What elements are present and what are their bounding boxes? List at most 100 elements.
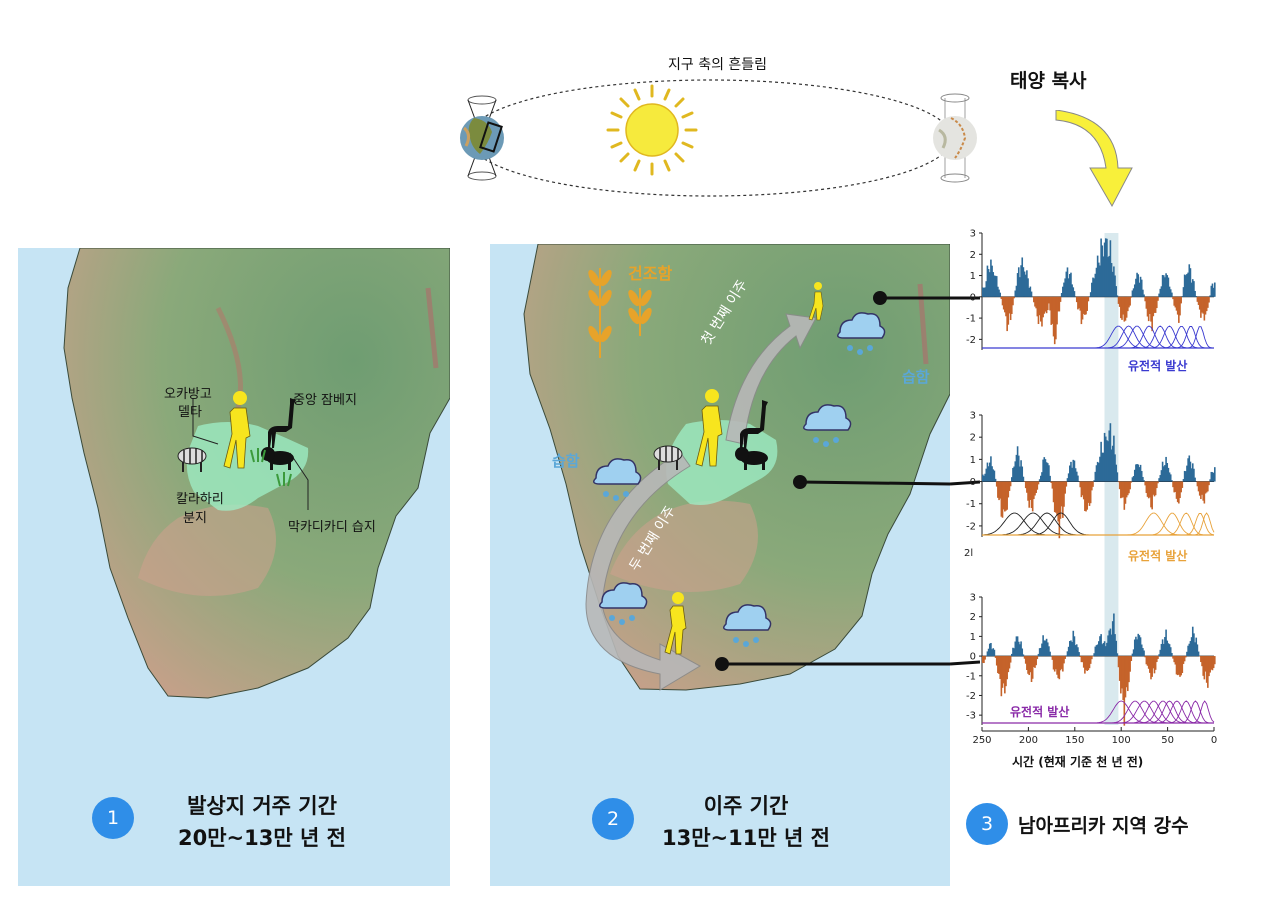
rainfall-bar — [1106, 440, 1108, 482]
rainfall-bar — [1041, 472, 1043, 482]
rainfall-bar — [1102, 452, 1105, 482]
rainfall-bar — [1200, 481, 1202, 500]
zebra-icon — [177, 447, 207, 472]
rain-cloud-icon — [599, 582, 648, 625]
rainfall-bar — [1179, 656, 1181, 677]
rainfall-bar — [1022, 267, 1025, 297]
rainfall-bar — [1045, 462, 1048, 482]
rainfall-bar — [1040, 296, 1042, 322]
rainfall-bar — [1093, 653, 1095, 657]
rainfall-bar — [1109, 240, 1112, 297]
rainfall-bar — [1002, 296, 1005, 310]
x-tick-label: 200 — [1019, 735, 1038, 746]
rainfall-bar — [1024, 274, 1027, 297]
y-tick-label: 3 — [970, 593, 976, 604]
rainfall-bar — [1017, 267, 1020, 297]
rainfall-bar — [1066, 267, 1069, 297]
rainfall-bar — [1100, 634, 1102, 657]
rainfall-bar — [1124, 481, 1127, 504]
rainfall-bar — [1107, 441, 1109, 482]
rainfall-bar — [1173, 481, 1175, 493]
chart3-dispersal-label: 유전적 발산 — [1010, 705, 1070, 719]
rainfall-bar — [1149, 296, 1151, 314]
rainfall-bar — [1181, 481, 1184, 488]
rainfall-bar — [1099, 265, 1101, 297]
rainfall-bar — [1029, 286, 1032, 297]
rainfall-bar — [1207, 656, 1209, 688]
rainfall-bar — [1151, 296, 1153, 332]
rainfall-bar — [1048, 646, 1050, 657]
rainfall-bar — [1153, 296, 1156, 313]
rainfall-bar — [1153, 481, 1156, 497]
dispersal-curve — [982, 325, 1214, 349]
label-okavango-1: 오카방고 — [164, 387, 212, 402]
x-tick-label: 250 — [972, 735, 991, 746]
rainfall-bar — [1086, 656, 1088, 671]
rainfall-bar — [1208, 481, 1210, 486]
rainfall-bar — [1087, 296, 1090, 302]
rainfall-bar — [1102, 256, 1105, 297]
rainfall-bar — [994, 656, 997, 658]
rainfall-bar — [1137, 464, 1140, 482]
rainfall-bar — [1019, 466, 1021, 482]
rainfall-bar — [998, 656, 1000, 674]
rainfall-bar — [1095, 465, 1098, 482]
rainfall-bar — [1103, 432, 1106, 482]
rainfall-bar — [1168, 472, 1171, 482]
rainfall-bar — [1015, 636, 1018, 657]
rainfall-bar — [1043, 296, 1046, 314]
rainfall-bar — [1121, 656, 1123, 689]
rainfall-bar — [1172, 656, 1174, 659]
rainfall-bar — [1049, 651, 1051, 657]
earth-left-icon — [460, 95, 504, 181]
rainfall-bar — [1096, 461, 1099, 482]
rainfall-bar — [1013, 466, 1015, 482]
rainfall-bar — [1088, 656, 1091, 669]
dispersal-curve — [982, 326, 1215, 349]
rainfall-bar — [992, 469, 995, 482]
rainfall-bar — [1179, 296, 1181, 316]
rainfall-bar — [1052, 481, 1055, 503]
y-tick-label: -2 — [966, 335, 976, 346]
rainfall-bar — [1146, 656, 1149, 666]
first-migration-arrow — [725, 313, 817, 445]
rainfall-bar — [991, 466, 993, 482]
rainfall-bar — [1214, 282, 1216, 297]
rainfall-bar — [1007, 656, 1010, 673]
dispersal-curve — [982, 512, 1214, 536]
rainfall-bar — [1016, 273, 1019, 297]
rainfall-bar — [1005, 656, 1007, 687]
rainfall-bar — [1051, 481, 1054, 489]
rainfall-bar — [1180, 296, 1182, 304]
rainfall-bar — [1121, 296, 1123, 320]
rainfall-bar — [983, 475, 985, 482]
x-tick-label: 100 — [1112, 735, 1131, 746]
rainfall-bar — [1159, 288, 1162, 297]
rainfall-bar — [1211, 656, 1214, 671]
rainfall-bar — [1011, 653, 1013, 657]
label-okavango-2: 델타 — [178, 405, 202, 420]
location-markers — [715, 291, 950, 671]
rainfall-bar — [1168, 644, 1171, 657]
rainfall-bar — [1122, 656, 1124, 701]
dispersal-curve — [982, 512, 1215, 536]
rainfall-bar — [1094, 471, 1097, 482]
y-tick-label: -1 — [966, 314, 976, 325]
rainfall-bar — [1077, 475, 1079, 482]
rainfall-bar — [988, 643, 991, 657]
rainfall-bar — [1082, 656, 1085, 668]
rainfall-bar — [1200, 656, 1202, 663]
rainfall-bar — [1006, 296, 1008, 332]
rainfall-bar — [1212, 287, 1215, 297]
rainfall-bar — [1081, 296, 1084, 320]
rainfall-bar — [1152, 656, 1155, 669]
rainfall-bar — [1195, 296, 1198, 297]
rainfall-bar — [1164, 637, 1166, 657]
rainfall-bar — [1113, 613, 1115, 657]
rainfall-bar — [1164, 277, 1166, 297]
rainfall-bar — [1145, 656, 1148, 665]
human-figure-small-icon — [808, 282, 824, 321]
y-tick-label: 0 — [970, 477, 976, 488]
rainfall-bar — [1087, 656, 1090, 671]
